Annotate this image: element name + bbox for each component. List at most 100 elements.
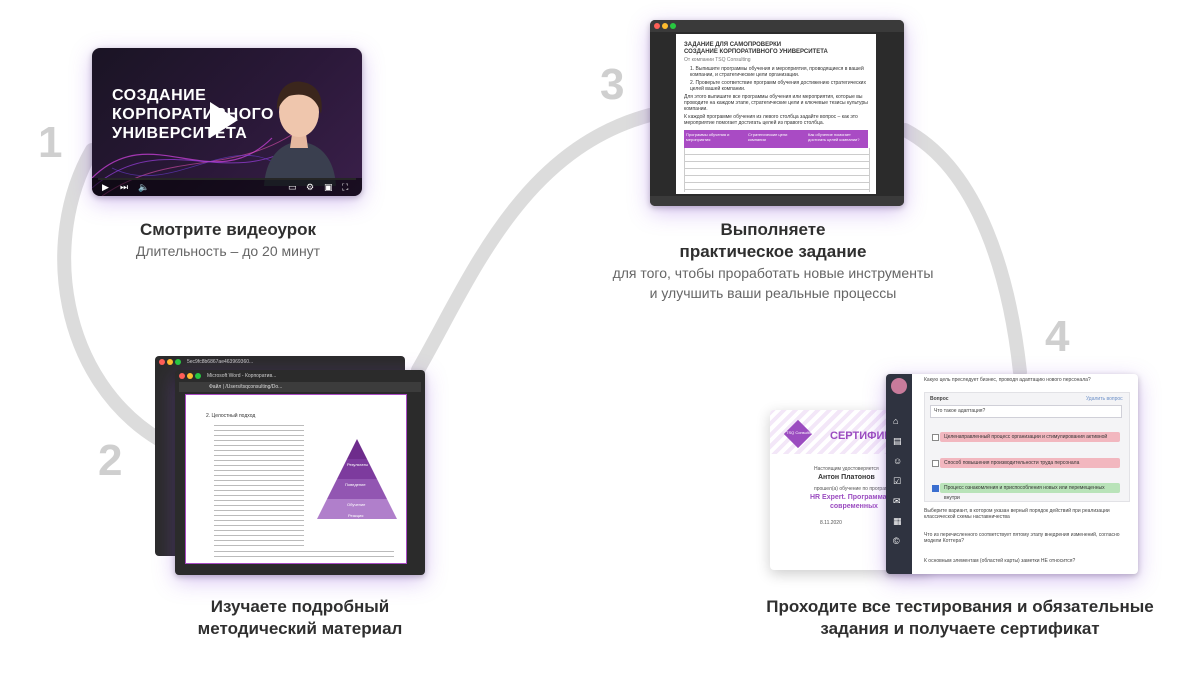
- assignment-heading-2: СОЗДАНИЕ КОРПОРАТИВНОГО УНИВЕРСИТЕТА: [684, 49, 828, 55]
- certificate-program-2: современных: [830, 503, 878, 510]
- close-window-icon[interactable]: [159, 359, 165, 365]
- step-4-title-2: задания и получаете сертификат: [820, 619, 1100, 638]
- answer-2-checkbox[interactable]: [932, 460, 939, 467]
- certificate-date: 8.11.2020: [820, 520, 842, 526]
- next-icon[interactable]: ⏭: [120, 182, 129, 192]
- pyramid-label-learning: Обучение: [347, 502, 366, 507]
- step-1-caption: Смотрите видеоурок Длительность – до 20 …: [100, 219, 356, 261]
- user-avatar[interactable]: [891, 378, 907, 394]
- assignment-item-1: 1. Выпишите программы обучения и меропри…: [690, 66, 864, 78]
- calendar-icon[interactable]: ▦: [893, 516, 902, 526]
- question-2[interactable]: Выберите вариант, в котором указан верны…: [924, 508, 1110, 520]
- minimize-window-icon[interactable]: [662, 23, 668, 29]
- minimize-window-icon[interactable]: [187, 373, 193, 379]
- kirkpatrick-pyramid: [317, 439, 397, 519]
- play-button-icon[interactable]: ▶: [102, 182, 109, 192]
- checklist-icon[interactable]: ☑: [893, 476, 902, 486]
- copyright-icon[interactable]: ©: [893, 536, 900, 546]
- presenter-image: [264, 81, 336, 186]
- step-2-title-2: методический материал: [197, 619, 403, 638]
- close-window-icon[interactable]: [179, 373, 185, 379]
- question-3[interactable]: Что из перечисленного соответствует пято…: [924, 532, 1120, 544]
- home-icon[interactable]: ⌂: [893, 416, 899, 426]
- fullscreen-icon[interactable]: ⛶: [342, 182, 349, 192]
- table-header: Программы обучения и мероприятия Стратег…: [684, 130, 868, 148]
- play-icon[interactable]: [210, 102, 238, 138]
- table-col-2: Стратегические цели компании: [748, 132, 788, 142]
- step-1-title: Смотрите видеоурок: [139, 220, 317, 239]
- answer-3[interactable]: Процесс ознакомления и приспособления но…: [940, 483, 1120, 501]
- document-status-bar: [650, 196, 904, 206]
- maximize-window-icon[interactable]: [670, 23, 676, 29]
- step-3-title-1: Выполняете: [720, 220, 826, 239]
- step-4-caption: Проходите все тестирования и обязательны…: [740, 596, 1180, 640]
- answer-1-checkbox[interactable]: [932, 434, 939, 441]
- assignment-company: От компании TSQ Consulting: [684, 57, 751, 63]
- minimize-window-icon[interactable]: [167, 359, 173, 365]
- miniplayer-icon[interactable]: ▣: [324, 182, 333, 192]
- settings-icon[interactable]: ⚙: [306, 182, 315, 192]
- pyramid-label-results: Результаты: [347, 462, 369, 467]
- question-4[interactable]: К основным элементам (областей карты) за…: [924, 558, 1076, 564]
- assignment-document-window[interactable]: ЗАДАНИЕ ДЛЯ САМОПРОВЕРКИ СОЗДАНИЕ КОРПОР…: [650, 20, 904, 206]
- step-2-caption: Изучаете подробный методический материал: [160, 596, 440, 640]
- answer-3-checkbox[interactable]: [932, 485, 939, 492]
- assignment-item-2: 2. Проверьте соответствие программ обуче…: [690, 80, 866, 92]
- certificate-line-2: прошел(а) обучение по программе: [814, 486, 895, 492]
- step-1-subtitle: Длительность – до 20 минут: [135, 243, 321, 259]
- question-label: Вопрос: [930, 396, 949, 402]
- step-number-1: 1: [38, 118, 63, 167]
- answer-2[interactable]: Способ повышения производительности труд…: [940, 458, 1120, 468]
- delete-question-link[interactable]: Удалить вопрос: [1086, 396, 1123, 402]
- test-sidebar: ⌂ ▤ ☺ ☑ ✉ ▦ ©: [886, 374, 912, 574]
- step-3-title-2: практическое задание: [679, 242, 867, 261]
- question-1[interactable]: Какую цель преследует бизнес, проводя ад…: [924, 377, 1091, 383]
- video-lesson-player[interactable]: СОЗДАНИЕ КОРПОРАТИВНОГО УНИВЕРСИТЕТА ▶ ⏭…: [92, 48, 362, 196]
- step-3-caption: Выполняете практическое задание для того…: [560, 219, 986, 303]
- subtitles-icon[interactable]: ▭: [288, 182, 297, 192]
- certificate-program: HR Expert. Программа: [810, 494, 887, 501]
- step-4-title-1: Проходите все тестирования и обязательны…: [766, 597, 1154, 616]
- certificate-line-1: Настоящим удостоверяется: [814, 466, 879, 472]
- volume-icon[interactable]: 🔈: [138, 182, 150, 192]
- browser-window-front[interactable]: Microsoft Word - Корпоратив... Файл | /U…: [175, 370, 425, 575]
- step-3-subtitle-2: и улучшить ваши реальные процессы: [649, 285, 897, 301]
- browser-tab-2[interactable]: Microsoft Word - Корпоратив...: [207, 373, 277, 379]
- question-text-input[interactable]: Что такое адаптация?: [930, 405, 1122, 418]
- step-number-3: 3: [600, 60, 625, 109]
- users-icon[interactable]: ☺: [893, 456, 903, 466]
- close-window-icon[interactable]: [654, 23, 660, 29]
- pyramid-label-reaction: Реакция: [348, 513, 364, 518]
- table-col-3: Как обучение помогает достигать целей ко…: [808, 132, 860, 142]
- step-number-2: 2: [98, 436, 123, 485]
- material-page: 2. Целостный подход Результаты Поведение…: [185, 394, 407, 564]
- material-text-block: [214, 421, 304, 546]
- step-2-title-1: Изучаете подробный: [210, 597, 390, 616]
- material-heading: 2. Целостный подход: [206, 413, 256, 419]
- certificate-logo: TSQ Consulting: [786, 430, 815, 435]
- table-col-1: Программы обучения и мероприятия: [686, 132, 730, 142]
- answer-1[interactable]: Целенаправленный процесс организации и с…: [940, 432, 1120, 442]
- video-title-line1: СОЗДАНИЕ: [112, 87, 207, 104]
- address-bar[interactable]: Файл | /Users/tsqconsulting/Do...: [179, 382, 421, 392]
- browser-tab-1[interactable]: 5ec9fc8b6867ae463969360...: [187, 359, 254, 365]
- question-text: Что такое адаптация?: [934, 408, 986, 414]
- step-number-4: 4: [1045, 312, 1070, 361]
- pyramid-label-behavior: Поведение: [345, 482, 366, 487]
- mail-icon[interactable]: ✉: [893, 496, 901, 506]
- video-control-bar: ▶ ⏭ 🔈 ▭ ⚙ ▣ ⛶: [92, 178, 362, 196]
- assignment-table-body[interactable]: [684, 148, 870, 192]
- address-url[interactable]: Файл | /Users/tsqconsulting/Do...: [209, 384, 283, 390]
- maximize-window-icon[interactable]: [175, 359, 181, 365]
- window-titlebar: [650, 20, 904, 32]
- step-3-subtitle-1: для того, чтобы проработать новые инстру…: [612, 265, 934, 281]
- assignment-paragraph-1: Для этого выпишите все программы обучени…: [684, 94, 868, 112]
- maximize-window-icon[interactable]: [195, 373, 201, 379]
- test-window[interactable]: ⌂ ▤ ☺ ☑ ✉ ▦ © Какую цель преследует бизн…: [886, 374, 1138, 574]
- material-text-block-2: [214, 547, 394, 559]
- assignment-page: ЗАДАНИЕ ДЛЯ САМОПРОВЕРКИ СОЗДАНИЕ КОРПОР…: [676, 34, 876, 194]
- assignment-paragraph-2: К каждой программе обучения из левого ст…: [684, 114, 858, 126]
- notes-icon[interactable]: ▤: [893, 436, 902, 446]
- certificate-recipient-name: Антон Платонов: [818, 474, 875, 481]
